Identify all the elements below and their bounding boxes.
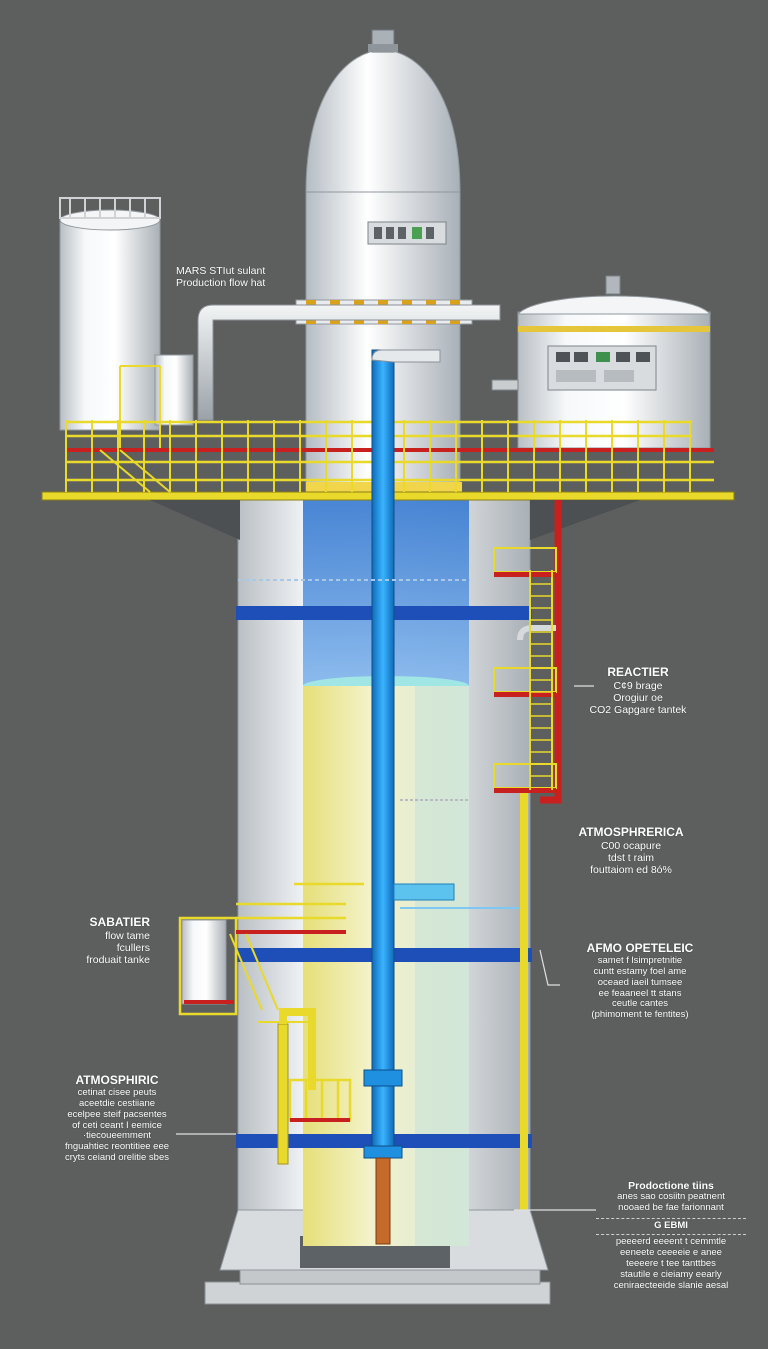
grey-external-pipe — [517, 625, 556, 641]
red-external-pipe — [540, 500, 562, 804]
production-line: stautile e cieiamy eearly — [620, 1268, 722, 1280]
dome-cap — [368, 44, 398, 52]
left-lower-railing — [178, 882, 364, 1016]
orange-drain-pipe — [375, 1157, 391, 1245]
label-atmospherica: ATMOSPHRERICA C00 ocapure tdst t raim fo… — [566, 825, 696, 876]
production-title: Prodoctione tiins — [628, 1180, 714, 1192]
yellow-external-pipe — [520, 790, 528, 1210]
deck-stairs-left — [99, 365, 171, 493]
left-storage-tank — [59, 219, 161, 431]
right-side-platforms — [493, 547, 557, 793]
reactor-dome — [305, 49, 461, 193]
label-production: Prodoctione tiins anes sao cosiitn peatn… — [596, 1180, 746, 1291]
cyan-cross-pipe — [393, 883, 455, 901]
production-line: ceniraecteeide slanie aesal — [613, 1279, 729, 1291]
atmospherica-title: ATMOSPHRERICA — [578, 825, 684, 839]
inner-column-green — [415, 686, 469, 1246]
sabatier-line3: froduait tanke — [86, 953, 150, 966]
label-sabatier: SABATIER flow tame fcullers froduait tan… — [40, 915, 150, 966]
atmospherica-line1: C00 ocapure — [600, 839, 662, 852]
production-line: teeeere t tee tanttbes — [626, 1257, 716, 1269]
reactier-title: REACTIER — [607, 665, 669, 679]
side-platform — [493, 763, 557, 793]
production-line: nooaed be fae farionnant — [618, 1201, 724, 1213]
label-mars-line1: MARS STIut sulant — [176, 265, 266, 277]
side-platform — [493, 667, 557, 697]
atmosphiric-line: aceetdie cestiiane — [78, 1097, 156, 1109]
atmospherica-line2: tdst t raim — [607, 851, 655, 864]
label-mars-line2: Production flow hat — [176, 277, 266, 290]
afmo-line: oceaed iaeil tumsee — [597, 976, 683, 988]
right-ladder-rungs — [530, 583, 552, 777]
yellow-bend-pipe — [279, 1008, 316, 1090]
production-line: eeneete ceeeeie e anee — [620, 1246, 722, 1258]
production-mark: G EBMI — [654, 1219, 688, 1231]
reactier-line1: C¢9 brage — [613, 679, 663, 692]
sabatier-line2: fcullers — [116, 941, 150, 954]
platform-railing-posts — [65, 420, 691, 492]
platform-underside-left — [150, 500, 240, 540]
left-lower-vessel — [181, 919, 227, 1005]
production-divider — [596, 1233, 746, 1235]
right-tank-panel-gauges — [556, 352, 650, 382]
afmo-title: AFMO OPETELEIC — [586, 941, 694, 955]
platform-underside-right — [530, 500, 640, 540]
right-tank-vent — [605, 275, 621, 295]
afmo-line: ceutle cantes — [612, 998, 668, 1010]
blue-pipe-flange-2 — [363, 1145, 403, 1159]
label-atmosphiric: ATMOSPHIRIC cetinat cisee peuts aceetdie… — [42, 1073, 192, 1164]
atmosphiric-line: cryts ceiand orelitie sbes — [64, 1152, 170, 1164]
left-lower-red-deck — [184, 1000, 234, 1004]
callout-lines — [176, 685, 596, 1211]
small-vessel — [154, 354, 194, 426]
left-low-red-deck — [290, 1118, 350, 1122]
atmosphiric-line: fnguahtiec reontitiee eee — [64, 1141, 170, 1153]
production-line: anes sao cosiitn peatnent — [617, 1191, 725, 1203]
blue-pipe-elbow — [371, 349, 441, 363]
grey-transfer-pipe — [197, 304, 501, 421]
right-tank-top — [516, 295, 712, 315]
sabatier-line1: flow tame — [105, 929, 150, 942]
atmosphiric-line: ·tiecoueemment — [82, 1130, 152, 1142]
afmo-line: cuntt estamy foel ame — [593, 965, 687, 977]
central-blue-pipe — [371, 349, 395, 1156]
ground-slab — [204, 1281, 551, 1305]
right-tank-valve — [491, 379, 519, 391]
production-line: peeeerd eeeent t cemmtle — [615, 1235, 727, 1247]
atmosphiric-line: cetinat cisee peuts — [77, 1086, 157, 1098]
blue-pipe-flange-1 — [363, 1069, 403, 1087]
afmo-line: samet f lsimpretnitie — [597, 954, 683, 966]
production-divider — [596, 1217, 746, 1219]
reactor-panel-gauges — [374, 227, 434, 239]
atmosphiric-line: of ceti ceant I eemice — [72, 1119, 162, 1131]
atmospherica-line3: fouttaiom ed 8ó% — [590, 863, 672, 876]
reactier-line2: Orogiur oe — [613, 691, 663, 704]
label-afmo: AFMO OPETELEIC samet f lsimpretnitie cun… — [560, 941, 720, 1021]
label-mars-production: MARS STIut sulant Production flow hat — [176, 265, 316, 289]
afmo-line: ee feaaneel tt stans — [598, 987, 682, 999]
reactier-line3: CO2 Gapgare tantek — [589, 703, 687, 716]
left-tank-railing — [59, 197, 161, 219]
left-mid-red-deck — [236, 930, 346, 934]
yellow-vertical-pipe — [277, 1023, 289, 1165]
afmo-line: (phimoment te fentites) — [591, 1009, 689, 1021]
sabatier-title: SABATIER — [89, 915, 150, 929]
atmosphiric-line: ecelpee steif pacsentes — [67, 1108, 167, 1120]
label-reactier: REACTIER C¢9 brage Orogiur oe CO2 Gapgar… — [578, 665, 698, 716]
atmosphiric-title: ATMOSPHIRIC — [75, 1073, 159, 1087]
right-tank-stripe — [518, 326, 710, 332]
side-platform — [493, 547, 557, 577]
